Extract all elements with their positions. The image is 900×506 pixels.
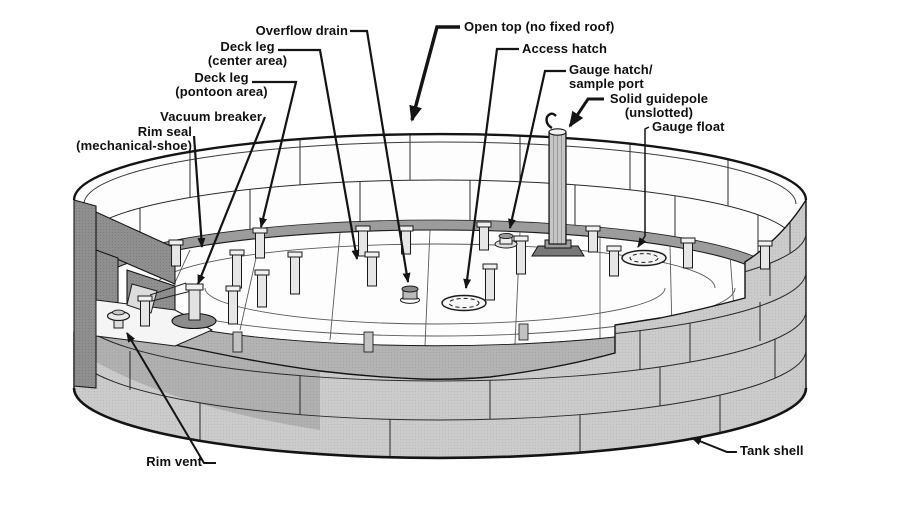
label-tank-shell: Tank shell bbox=[740, 443, 804, 458]
leader-solid-guidepole bbox=[568, 97, 604, 128]
label-rim-seal: Rim seal (mechanical-shoe) bbox=[76, 124, 192, 153]
leader-open-top bbox=[409, 25, 460, 122]
guidepole-top-hook bbox=[545, 112, 557, 130]
deck-leg bbox=[585, 225, 601, 253]
overflow-drain bbox=[400, 285, 420, 304]
deck-leg bbox=[225, 285, 241, 325]
label-gauge-float: Gauge float bbox=[652, 119, 725, 134]
gauge-hatch-sample-port bbox=[494, 232, 518, 249]
deck-leg bbox=[606, 245, 622, 277]
open-top-rim-edge bbox=[72, 132, 808, 201]
label-open-top: Open top (no fixed roof) bbox=[464, 19, 615, 34]
label-deck-leg-center: Deck leg (center area) bbox=[207, 39, 288, 68]
leader-lines bbox=[126, 25, 737, 464]
tank-bottom-edge bbox=[72, 387, 808, 460]
leader-deck-leg-center bbox=[278, 48, 360, 260]
label-vacuum-breaker: Vacuum breaker bbox=[160, 109, 262, 124]
label-deck-leg-pontoon: Deck leg (pontoon area) bbox=[175, 70, 268, 99]
deck-leg bbox=[287, 251, 303, 295]
deck-leg bbox=[168, 239, 184, 267]
label-solid-guidepole: Solid guidepole (unslotted) bbox=[609, 91, 709, 120]
label-access-hatch: Access hatch bbox=[522, 41, 608, 56]
gauge-float bbox=[621, 249, 667, 267]
deck-leg-center-target bbox=[364, 251, 380, 287]
deck-leg-pontoon-target bbox=[252, 227, 268, 259]
leader-access-hatch bbox=[463, 47, 519, 289]
label-rim-vent: Rim vent bbox=[146, 454, 202, 469]
deck-leg bbox=[757, 240, 773, 270]
leader-rim-vent bbox=[126, 332, 216, 464]
deck-leg bbox=[229, 249, 245, 289]
deck-leg bbox=[482, 263, 498, 301]
deck-leg bbox=[476, 221, 492, 251]
vacuum-breaker bbox=[171, 283, 217, 330]
tank-back-wall bbox=[72, 132, 808, 284]
deck-legs bbox=[137, 221, 773, 327]
deck-leg bbox=[137, 295, 153, 327]
deck-leg bbox=[254, 269, 270, 308]
leader-gauge-hatch bbox=[508, 69, 566, 229]
access-hatch bbox=[441, 294, 487, 312]
deck-leg bbox=[513, 235, 529, 275]
leader-deck-leg-pontoon bbox=[252, 80, 298, 228]
deck-leg bbox=[680, 237, 696, 269]
leader-vacuum-breaker bbox=[196, 116, 267, 285]
leader-overflow-drain bbox=[350, 29, 411, 283]
rim-vent bbox=[106, 309, 131, 329]
leader-rim-seal bbox=[192, 135, 206, 248]
deck-leg bbox=[355, 225, 371, 257]
label-gauge-hatch: Gauge hatch/ sample port bbox=[569, 62, 653, 91]
label-overflow-drain: Overflow drain bbox=[255, 23, 348, 38]
deck-leg-stubs bbox=[232, 323, 529, 353]
solid-guidepole bbox=[531, 112, 585, 257]
leader-tank-shell bbox=[691, 437, 737, 453]
leader-gauge-float bbox=[637, 126, 650, 248]
